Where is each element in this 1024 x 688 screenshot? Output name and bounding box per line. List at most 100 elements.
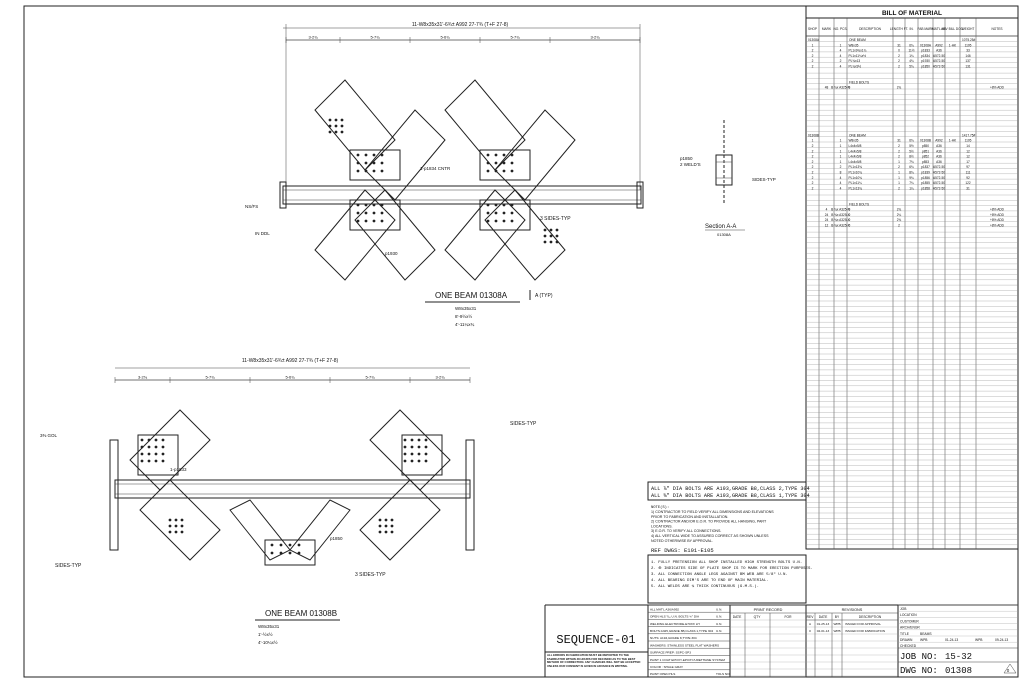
bolt-mark bbox=[486, 153, 490, 157]
bom-cell: 2 bbox=[840, 165, 842, 169]
bom-cell: p1855 bbox=[921, 181, 930, 185]
bolt-mark bbox=[372, 211, 376, 215]
bolt-mark bbox=[417, 459, 421, 463]
bom-cell: 4 bbox=[840, 181, 842, 185]
bom-cell: +8% ADD bbox=[990, 86, 1005, 90]
spec-row-value: U.N. bbox=[716, 629, 722, 633]
general-note-line: 4) ALL VERTICAL WIDE TO ASSURED CORRECT … bbox=[651, 534, 769, 538]
bolt-mark bbox=[486, 161, 490, 165]
bom-cell: B ¾x A325-N bbox=[831, 208, 850, 212]
bolt-mark bbox=[168, 518, 172, 522]
bom-cell: 97 bbox=[966, 165, 970, 169]
dimension-value: 5-6¾ bbox=[285, 375, 295, 380]
bom-cell: A572-50 bbox=[933, 54, 945, 58]
bom-cell: 12 bbox=[966, 149, 970, 153]
revision-cell: WPB bbox=[833, 622, 840, 626]
bolt-mark bbox=[161, 438, 165, 442]
bom-cell: +8% ADD bbox=[990, 218, 1005, 222]
bom-cell: A992 bbox=[935, 139, 943, 143]
sheet-border bbox=[23, 5, 1019, 678]
bom-cell: 2 bbox=[812, 181, 814, 185]
bom-header-cell: FAB MARK bbox=[917, 27, 934, 31]
bom-cell: PL1x10¾ bbox=[849, 176, 863, 180]
bolt-mark bbox=[168, 530, 172, 534]
bom-cell: L4x4x5/8 bbox=[849, 155, 862, 159]
bolt-mark bbox=[494, 161, 498, 165]
bolt-mark bbox=[510, 169, 514, 173]
bom-cell: L4x4x5/8 bbox=[849, 160, 862, 164]
spec-row-text: ALL MAT'L A36/A992 bbox=[650, 607, 679, 611]
bom-group-desc: ONE BEAM bbox=[849, 133, 866, 137]
bolt-mark bbox=[510, 219, 514, 223]
bom-group-weight: 1075.25# bbox=[962, 38, 976, 42]
section-note-p1850: p1850 bbox=[680, 156, 693, 161]
bom-header-cell: MAT'L HK bbox=[932, 27, 947, 31]
bolt-mark bbox=[410, 459, 414, 463]
bom-cell: p1850 bbox=[921, 65, 930, 69]
notes-block: ALL ⅞" DIA BOLTS ARE A193,GRADE B8,CLASS… bbox=[647, 481, 813, 604]
bolt-mark bbox=[380, 219, 384, 223]
callout-p1833: 1-p1833 bbox=[170, 467, 187, 472]
bom-cell: 6¾ bbox=[909, 165, 914, 169]
bolt-mark bbox=[154, 459, 158, 463]
job-field-label: ARCH/ENGR bbox=[900, 626, 920, 630]
general-note-line: LOCATIONS. bbox=[651, 524, 673, 528]
bom-cell: 2 bbox=[898, 155, 900, 159]
bolt-mark bbox=[356, 219, 360, 223]
spec-row-value: U.N. bbox=[716, 607, 722, 611]
bom-cell: A572-50 bbox=[933, 176, 945, 180]
bom-cell: p1856 bbox=[921, 176, 930, 180]
callout-sides-b: 3 SIDES-TYP bbox=[355, 572, 386, 578]
bom-cell: 1105 bbox=[965, 139, 972, 143]
revision-header: REV bbox=[807, 615, 815, 619]
bolt-mark bbox=[486, 211, 490, 215]
bom-header-cell: IN. bbox=[909, 27, 913, 31]
bolt-mark bbox=[384, 524, 388, 528]
dimension-value: 5-6¾ bbox=[440, 35, 450, 40]
bom-cell: L4x4x5/8 bbox=[849, 149, 862, 153]
bolt-mark bbox=[410, 445, 414, 449]
checked-date: 09-24-13 bbox=[995, 638, 1008, 642]
bolt-mark bbox=[140, 445, 144, 449]
bom-cell: A36 bbox=[936, 160, 942, 164]
bolt-mark bbox=[174, 530, 178, 534]
bom-cell: p1833 bbox=[921, 49, 930, 53]
print-record-header: FOR bbox=[785, 615, 793, 619]
bom-cell: 24 bbox=[825, 213, 829, 217]
bom-cell: 0 bbox=[849, 213, 851, 217]
bom-title: BILL OF MATERIAL bbox=[882, 10, 942, 17]
drawn-date: 01-24-13 bbox=[945, 638, 958, 642]
job-field-label: DRAWN bbox=[900, 638, 913, 642]
bom-header-cell: ADV BILL DOC. bbox=[941, 27, 964, 31]
bom-cell: p1930 bbox=[921, 59, 930, 63]
dwg-no-label: DWG NO: bbox=[900, 666, 938, 676]
bolt-mark bbox=[555, 234, 559, 238]
bolt-mark bbox=[180, 530, 184, 534]
general-notes: 1) CONTRACTOR TO FIELD VERIFY ALL DIMENS… bbox=[651, 510, 774, 543]
bolt-mark bbox=[334, 130, 338, 134]
beam-b-prop-2: 1'-½x½ bbox=[258, 631, 273, 637]
bolt-mark bbox=[279, 551, 283, 555]
revision-cell: 01-25-13 bbox=[817, 622, 830, 626]
bom-cell: A572-50 bbox=[933, 186, 945, 190]
bolt-mark bbox=[297, 543, 301, 547]
callout-gol: 3⅜ GOL bbox=[40, 433, 58, 438]
dimension-value: 5-7¾ bbox=[510, 35, 520, 40]
bolt-mark bbox=[270, 543, 274, 547]
bolt-mark bbox=[297, 551, 301, 555]
bom-cell: 5½ bbox=[909, 149, 914, 153]
revision-cell: ISSUED FOR FABRICATION bbox=[845, 629, 885, 633]
bom-header-cell: WEIGHT bbox=[962, 27, 975, 31]
fab-note-line: 2. ⊕ INDICATES SIDE OF PLATE SHOP IS TO … bbox=[651, 566, 813, 571]
bolt-mark bbox=[486, 219, 490, 223]
bolt-mark bbox=[494, 169, 498, 173]
bolt-mark bbox=[356, 161, 360, 165]
bom-cell: 31 bbox=[966, 186, 970, 190]
bolt-mark bbox=[372, 169, 376, 173]
bom-cell: 01308A bbox=[920, 43, 932, 47]
bom-cell: p852 bbox=[922, 155, 929, 159]
